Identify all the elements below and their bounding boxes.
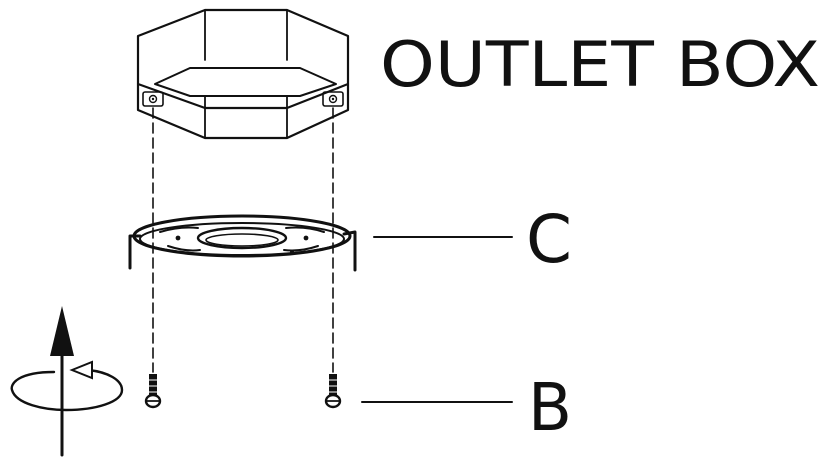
outlet-box-label: OUTLET BOX <box>380 28 820 101</box>
right-mounting-tab <box>322 91 344 107</box>
up-arrow-icon <box>50 306 74 457</box>
mounting-crossbar <box>128 214 357 272</box>
clockwise-rotation-arrow-icon <box>10 360 124 412</box>
right-screw <box>324 374 342 409</box>
outlet-box <box>136 8 350 140</box>
screws-label-b: B <box>528 369 572 446</box>
left-mounting-tab <box>142 91 164 107</box>
left-screw <box>144 374 162 409</box>
crossbar-label-c: C <box>526 201 572 278</box>
